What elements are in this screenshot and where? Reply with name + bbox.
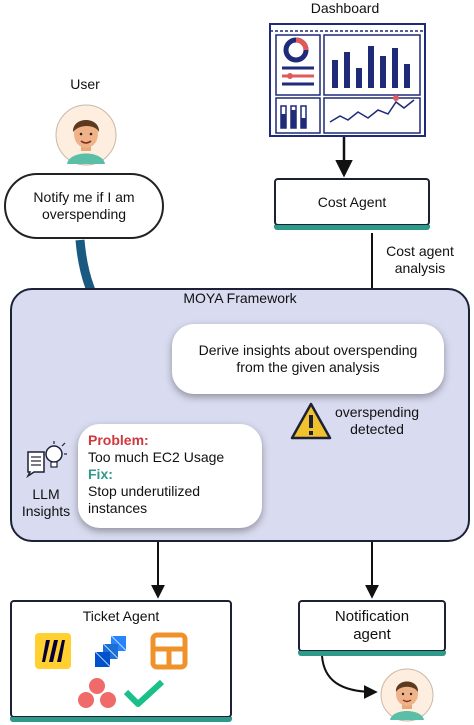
cost-agent-accent-bar — [274, 225, 430, 230]
warning-triangle-icon — [290, 402, 332, 440]
cost-agent-box: Cost Agent — [274, 178, 430, 230]
cost-agent-label: Cost Agent — [317, 194, 387, 210]
ticket-agent-label: Ticket Agent — [82, 608, 160, 624]
problem-label: Problem: — [88, 432, 149, 448]
jira-icon — [95, 636, 126, 667]
layout-icon — [150, 632, 188, 670]
derive-insights-text: Derive insights about overspending from … — [198, 342, 418, 375]
checkmark-icon — [124, 680, 164, 707]
derive-insights-card: Derive insights about overspending from … — [172, 324, 444, 394]
problem-text: Too much EC2 Usage — [88, 449, 225, 465]
user-avatar-recipient — [380, 668, 434, 722]
user-request-text: Notify me if I am overspending — [33, 189, 135, 222]
notification-agent-label: Notification agent — [334, 608, 410, 643]
llm-insights-label: LLM Insights — [21, 486, 71, 519]
ticket-agent-accent-bar — [10, 717, 232, 722]
overspending-detected-label: overspending detected — [334, 404, 420, 437]
user-request-bubble: Notify me if I am overspending — [4, 173, 164, 239]
user-label: User — [70, 76, 100, 92]
lightbulb-document-icon — [26, 441, 67, 478]
arrow-notification-to-user — [321, 655, 378, 699]
cost-agent-analysis-label: Cost agent analysis — [386, 243, 454, 276]
dashboard-illustration — [269, 23, 426, 137]
asana-icon — [78, 678, 116, 708]
dashboard-label: Dashboard — [310, 0, 380, 16]
fix-label: Fix: — [88, 466, 113, 482]
fix-text: Stop underutilized instances — [88, 483, 201, 516]
user-avatar — [55, 104, 117, 166]
notification-agent-accent-bar — [298, 651, 446, 656]
insight-card: Problem: Too much EC2 Usage Fix: Stop un… — [78, 424, 262, 528]
notification-agent-box: Notification agent — [298, 600, 446, 656]
miro-icon — [35, 633, 71, 669]
framework-title: MOYA Framework — [183, 290, 297, 306]
